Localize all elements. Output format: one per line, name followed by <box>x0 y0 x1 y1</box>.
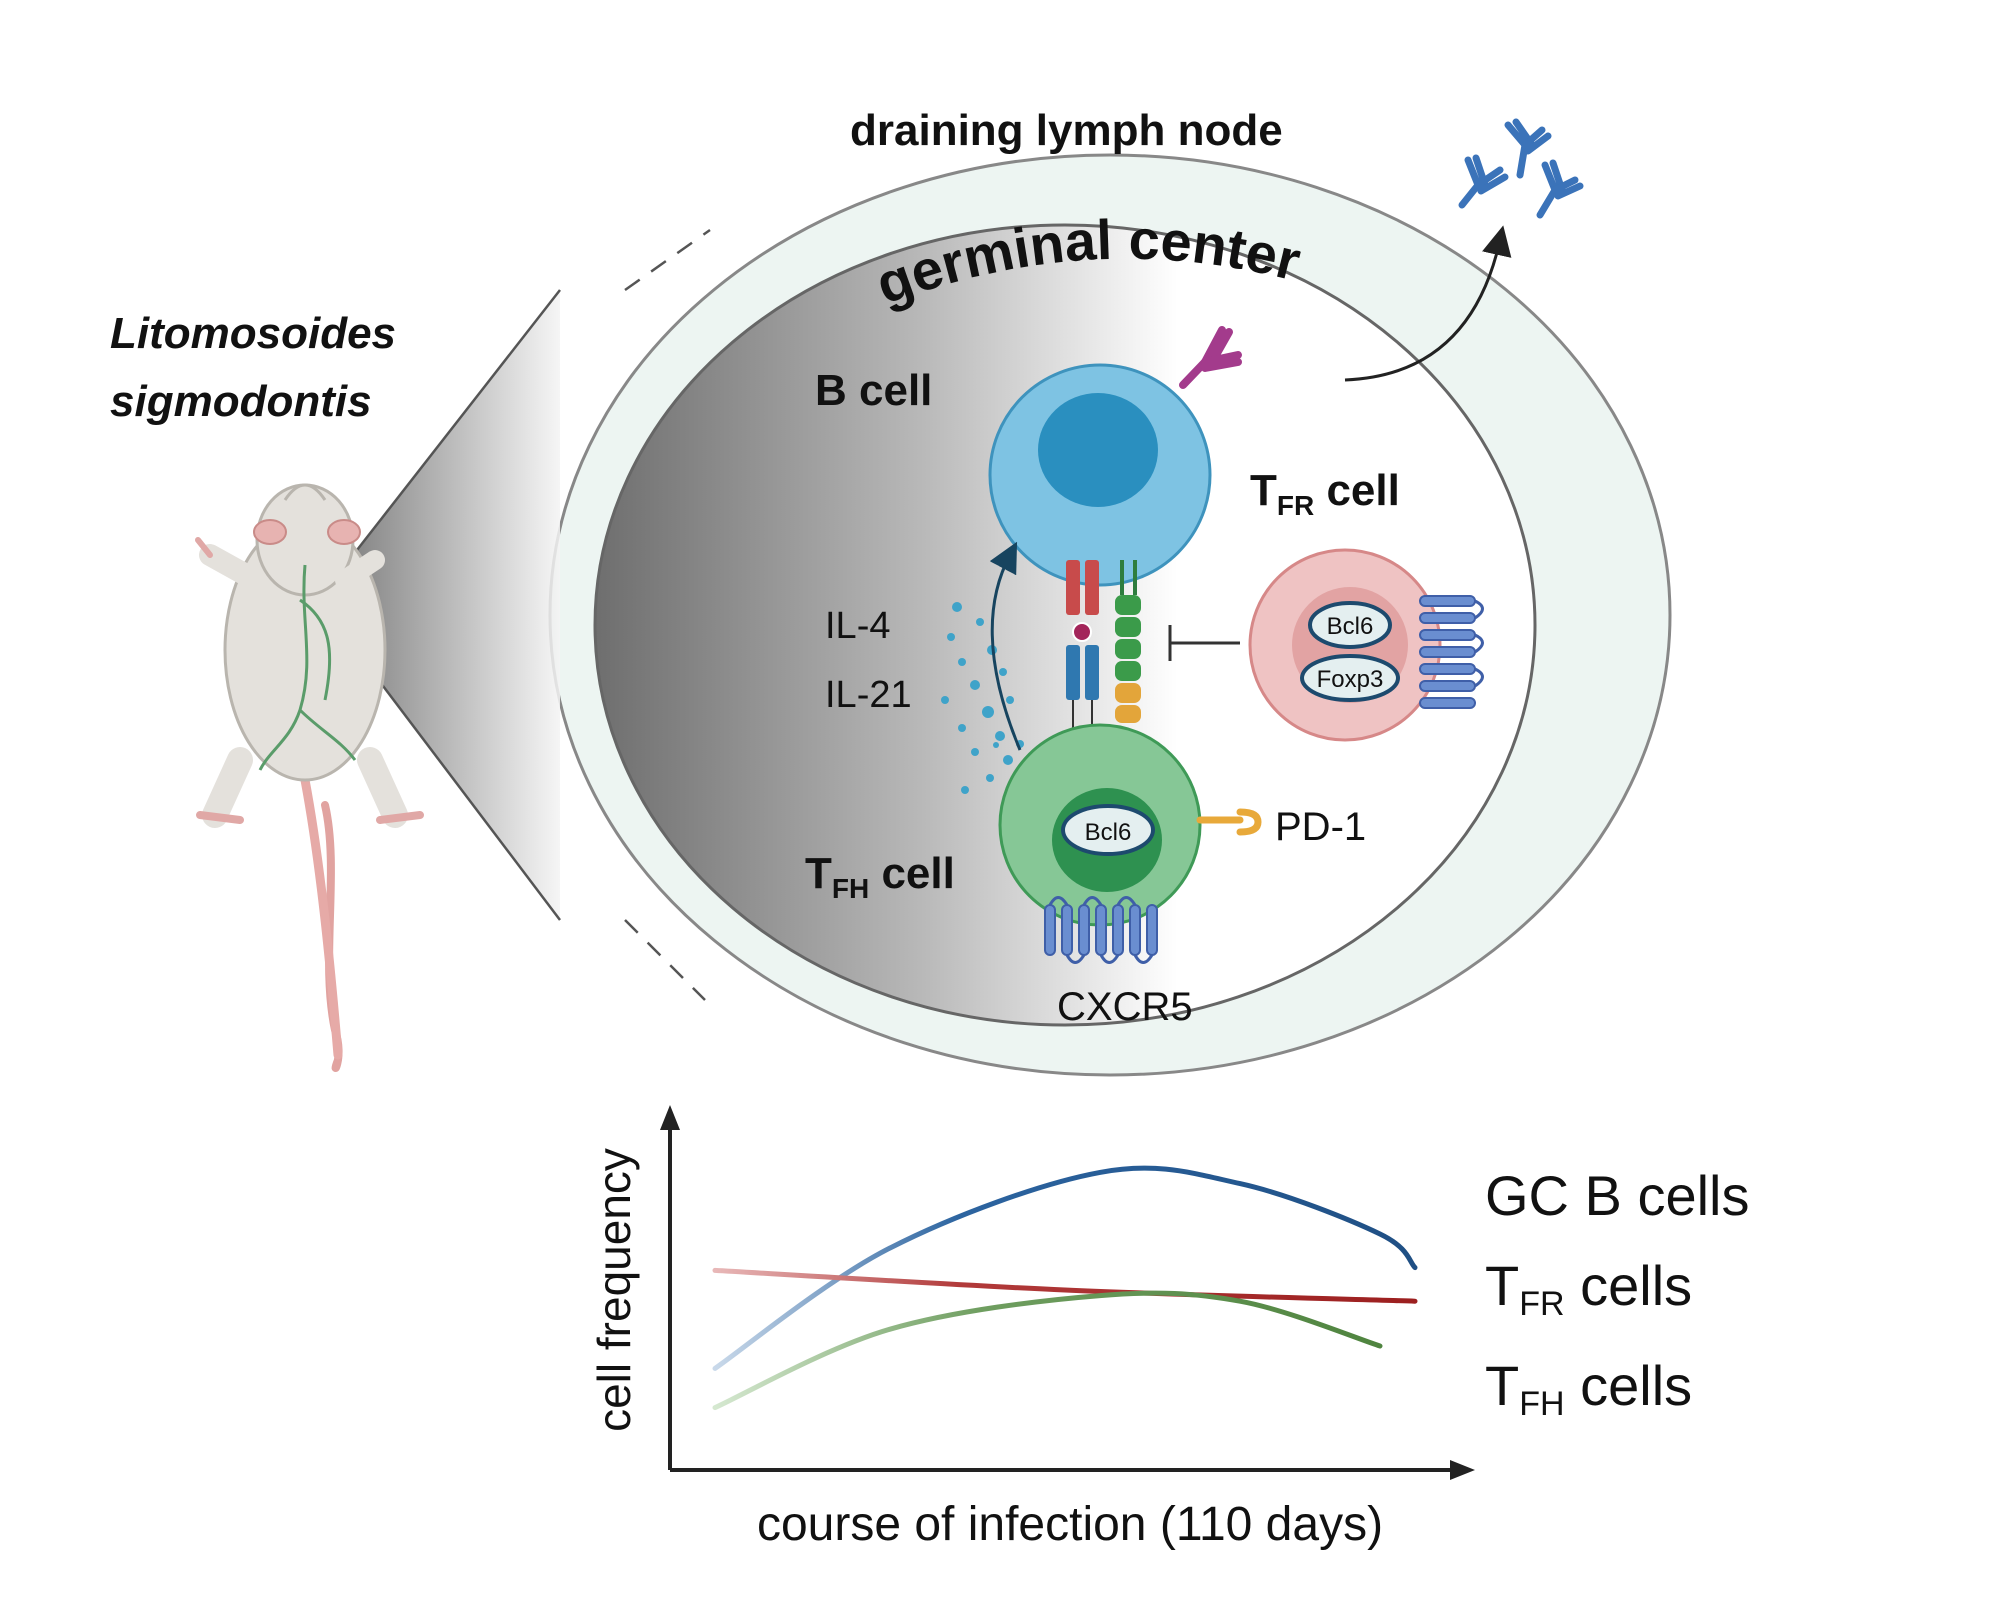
b-cell-label: B cell <box>815 366 932 415</box>
tfh-bcl6-label: Bcl6 <box>1085 819 1132 846</box>
legend-tfh: TFH cells <box>1485 1354 1692 1423</box>
mouse-icon <box>195 483 424 1072</box>
b-cell <box>988 363 1212 587</box>
pd1-label: PD-1 <box>1275 805 1366 849</box>
bcr-antibody-icon <box>1179 326 1242 389</box>
cytokine-arrow <box>989 541 1022 751</box>
secretion-arrow <box>1344 225 1512 382</box>
series-line-tfr <box>712 1267 1418 1304</box>
tfr-bcl6-label: Bcl6 <box>1327 613 1374 640</box>
tfh-cell-label: TFH cell <box>805 849 955 904</box>
cxcr5-receptor-icon <box>1044 896 1158 964</box>
cxcr5-label: CXCR5 <box>1057 985 1193 1029</box>
legend-gcb: GC B cells <box>1485 1164 1750 1227</box>
tfr-cell-label: TFR cell <box>1250 466 1400 521</box>
tcr-mhc-complex <box>1066 560 1099 730</box>
chart-y-axis-arrow <box>660 1105 680 1130</box>
il4-label: IL-4 <box>825 605 890 647</box>
lymph-node-title: draining lymph node <box>850 106 1283 155</box>
tfr-cxcr5-receptor-icon <box>1419 595 1484 709</box>
tfh-cell: Bcl6 <box>998 723 1202 927</box>
series-line-gcb <box>712 1165 1418 1371</box>
chart-y-label: cell frequency <box>588 1148 640 1432</box>
legend-tfr: TFR cells <box>1485 1254 1692 1323</box>
antibody-icon <box>1458 118 1584 219</box>
cytokine-cloud <box>941 602 1024 794</box>
chart-x-label: course of infection (110 days) <box>757 1498 1383 1551</box>
inhibition-icon <box>1168 625 1240 661</box>
germinal-center <box>593 223 1537 1027</box>
organism-name-line1: Litomosoides <box>110 309 396 358</box>
tfr-cell: Bcl6 Foxp3 <box>1248 548 1442 742</box>
series-line-tfh <box>712 1290 1383 1411</box>
line-chart: course of infection (110 days) cell freq… <box>588 1105 1750 1551</box>
tfr-foxp3-label: Foxp3 <box>1317 666 1384 693</box>
organism-name-line2: sigmodontis <box>110 377 372 426</box>
chart-legend: GC B cells TFR cells TFH cells <box>1485 1164 1750 1423</box>
cd40-cd40l-complex <box>1115 560 1141 723</box>
il21-label: IL-21 <box>825 674 912 716</box>
chart-x-axis-arrow <box>1450 1460 1475 1480</box>
lymph-node <box>548 153 1672 1077</box>
pd1-icon <box>1196 808 1262 836</box>
